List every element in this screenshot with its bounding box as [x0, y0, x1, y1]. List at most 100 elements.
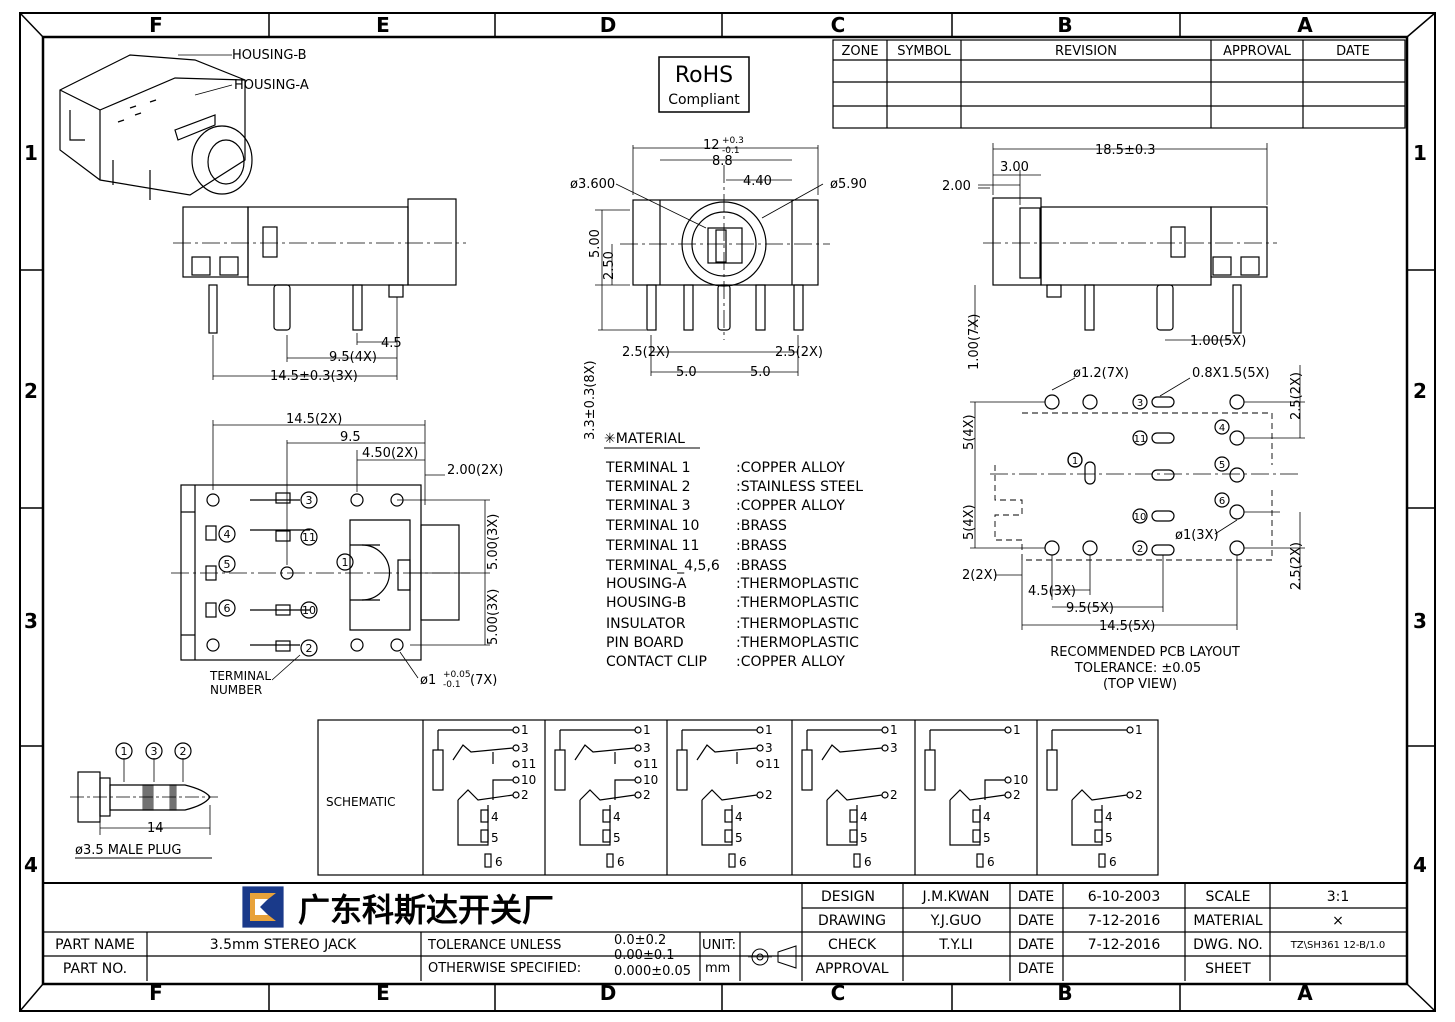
schematic-terminal-num: 10 [643, 773, 658, 787]
dim-front-hole: ø3.600 [570, 177, 615, 192]
col-label-bottom: B [1057, 981, 1072, 1005]
dim-front-88: 8.8 [712, 154, 733, 169]
dim-pcb-hole-3x: ø1(3X) [1175, 528, 1219, 543]
tolerance-2: 0.00±0.1 [614, 948, 675, 963]
schematic-contact [972, 809, 981, 823]
schematic-wire [452, 744, 514, 761]
schematic-terminal-num: 6 [495, 855, 503, 869]
schematic-terminal [1004, 726, 1012, 734]
dim-right-300: 3.00 [1000, 160, 1029, 175]
tolerance-3: 0.000±0.05 [614, 964, 691, 979]
schematic-terminal-num: 11 [643, 757, 658, 771]
dim-front-590: ø5.90 [830, 177, 867, 192]
dim-pcb-2-2x: 2(2X) [962, 568, 998, 583]
material-value: :THERMOPLASTIC [736, 616, 859, 632]
schematic-terminal-num: 5 [735, 831, 743, 845]
schematic-contact [849, 829, 858, 843]
col-label-bottom: D [600, 981, 617, 1005]
dim-front-25-left: 2.5(2X) [622, 345, 670, 360]
material-value: × [1332, 913, 1344, 929]
schematic-terminal [512, 726, 520, 734]
approval-label: APPROVAL [815, 961, 888, 977]
row-label-left: 4 [24, 853, 38, 877]
schematic-terminal [512, 744, 520, 752]
schematic-wire [949, 789, 1006, 801]
schematic-wire [457, 789, 514, 801]
schematic-terminal-num: 2 [890, 788, 898, 802]
schematic-terminal [881, 744, 889, 752]
schematic-terminal-num: 2 [765, 788, 773, 802]
dim-bottom-hole-tol-minus: -0.1 [443, 680, 461, 690]
scale-label: SCALE [1206, 889, 1251, 905]
pcb-pad-num: 1 [1072, 456, 1078, 467]
schematic-terminal [756, 791, 764, 799]
drawing-label: DRAWING [818, 913, 886, 929]
design-value: J.M.KWAN [922, 889, 990, 905]
design-label: DESIGN [821, 889, 875, 905]
material-part: TERMINAL_4,5,6 [605, 558, 720, 574]
col-label-top: A [1297, 13, 1313, 37]
schematic-terminal [634, 776, 642, 784]
dim-bottom-450: 4.50(2X) [362, 446, 418, 461]
schematic-contact [602, 829, 611, 843]
pcb-pad-num: 11 [1134, 434, 1147, 445]
inner-border [41, 35, 1409, 986]
dim-front-250: 2.50 [602, 251, 617, 280]
schematic-contact [1098, 853, 1106, 868]
revision-table: ZONE SYMBOL REVISION APPROVAL DATE [832, 39, 1406, 129]
schematic-terminal [1004, 776, 1012, 784]
schematic-terminal [756, 744, 764, 752]
col-label-bottom: C [831, 981, 846, 1005]
dim-bottom-95: 9.5 [340, 430, 361, 445]
unit-value: mm [705, 961, 730, 976]
column-ticks [20, 13, 1435, 1011]
schematic-terminal [1126, 791, 1134, 799]
dim-front-12-tol-plus: +0.3 [722, 136, 744, 146]
col-label-bottom: A [1297, 981, 1313, 1005]
schematic-wire [579, 800, 611, 846]
material-part: TERMINAL 2 [605, 479, 691, 495]
row-label-right: 2 [1413, 379, 1427, 403]
rev-header-zone: ZONE [841, 44, 878, 59]
schematic-terminal-num: 6 [1109, 855, 1117, 869]
bottom-terminal-num: 11 [302, 531, 316, 544]
material-value: :THERMOPLASTIC [736, 635, 859, 651]
schematic-terminal-num: 4 [491, 810, 499, 824]
bottom-terminal-num: 5 [224, 558, 231, 571]
schematic-terminal [634, 744, 642, 752]
material-label: MATERIAL [1193, 913, 1262, 929]
schematic-wire [492, 779, 513, 800]
rev-header-date: DATE [1336, 44, 1370, 59]
material-value: :STAINLESS STEEL [736, 479, 863, 495]
schematic-contact [1094, 809, 1103, 823]
schematic-wire [826, 800, 858, 846]
schematic-wire [457, 800, 489, 846]
dim-bottom-200: 2.00(2X) [447, 463, 503, 478]
schematic-terminal [756, 726, 764, 734]
schematic-terminal [1126, 726, 1134, 734]
schematic-terminal-num: 3 [890, 741, 898, 755]
schematic-wire [1071, 800, 1103, 846]
schematic-contact [853, 853, 861, 868]
schematic-terminal-num: 2 [1013, 788, 1021, 802]
schematic-terminal-num: 5 [491, 831, 499, 845]
dim-pcb-95-5x: 9.5(5X) [1066, 601, 1114, 616]
schematic-wire [821, 744, 883, 761]
dim-pcb-25-top: 2.5(2X) [1289, 372, 1304, 420]
schematic-wire [579, 789, 636, 801]
plug-caption: ø3.5 MALE PLUG [75, 843, 181, 858]
check-value: T.Y.LI [938, 937, 972, 953]
schematic: SCHEMATIC 131110245613111024561311245613… [317, 719, 1159, 876]
pcb-caption: RECOMMENDED PCB LAYOUT [1050, 645, 1240, 660]
schematic-terminal-num: 6 [987, 855, 995, 869]
male-plug: 1 3 2 14 ø3.5 MALE PLUG [70, 742, 218, 859]
dim-bottom-500-a: 5.00(3X) [486, 514, 501, 570]
dim-pcb-slot-5x: 0.8X1.5(5X) [1192, 366, 1270, 381]
schematic-wire [574, 744, 636, 761]
schematic-sleeve [801, 749, 813, 791]
schematic-contact [480, 809, 489, 823]
terminal-number-label: TERMINAL [209, 669, 271, 683]
title-block: 广东科斯达开关厂 DESIGN J.M.KWAN DATE 6-10-2003 … [43, 882, 1407, 981]
material-heading: ✳MATERIAL [604, 431, 685, 447]
